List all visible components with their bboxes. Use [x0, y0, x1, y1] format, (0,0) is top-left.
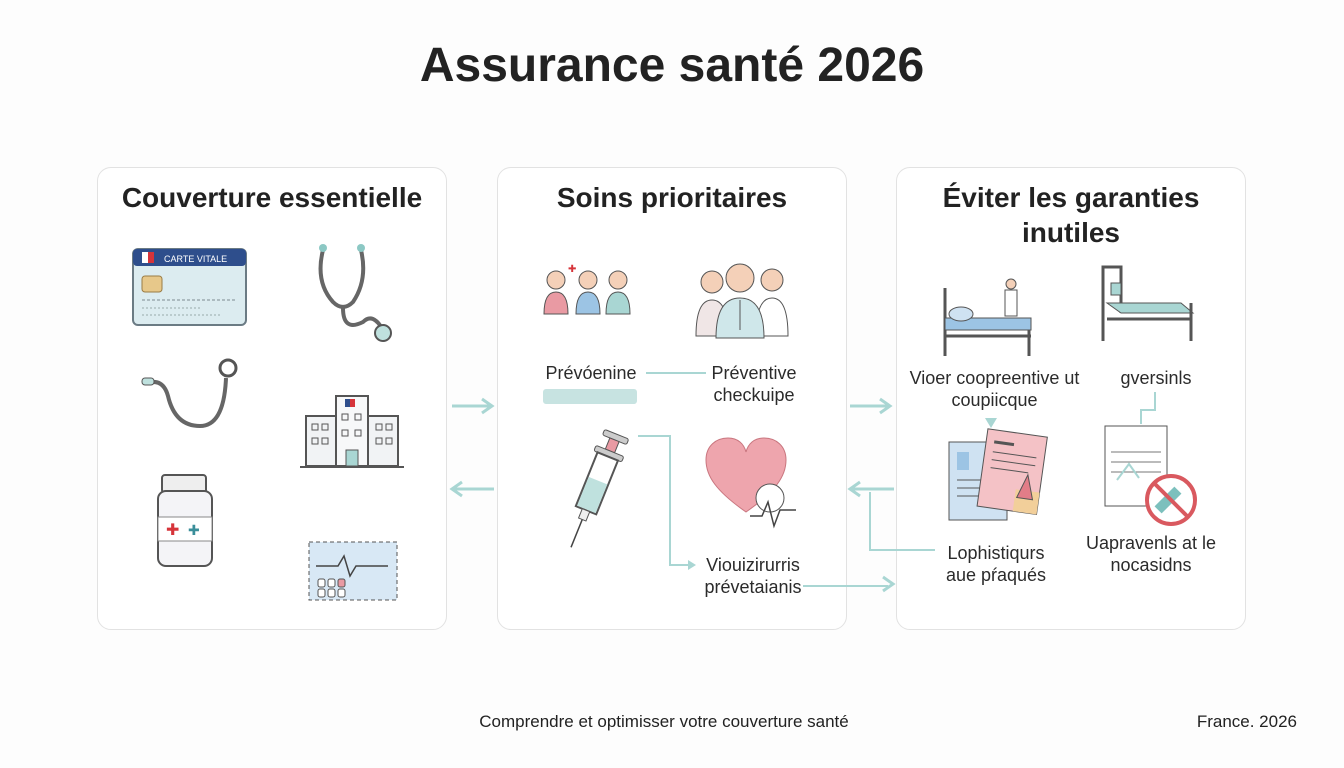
label-preventive-checkup: Préventive checkuipe — [711, 363, 797, 405]
panel-eviter-garanties: Éviter les garanties inutiles Vioer coop… — [896, 167, 1246, 630]
card-label: CARTE VITALE — [164, 254, 227, 264]
medicine-bottle-icon: ✚ ✚ — [157, 474, 213, 567]
svg-text:✚: ✚ — [568, 264, 576, 275]
no-document-icon — [1104, 425, 1197, 526]
label-prevention: Prévóenine — [545, 363, 637, 383]
label-visites-preventives: Viouizirurris prévetaianis — [704, 555, 802, 597]
svg-text:✚: ✚ — [166, 522, 179, 539]
label-lophistiqurs: Lophistiqurs aue pŕaqués — [945, 543, 1047, 585]
label-uapravenls: Uapravenls at le nocasidns — [1085, 533, 1217, 575]
stethoscope-icon — [318, 244, 392, 342]
label-gversinls: gversinls — [1120, 368, 1192, 388]
footer-subtitle: Comprendre et optimisser votre couvertur… — [479, 712, 849, 731]
connector-line — [638, 372, 888, 587]
hospital-icon — [300, 395, 404, 468]
footer-location-year: France. 2026 — [1196, 712, 1297, 731]
panel-title: Couverture essentielle — [121, 182, 423, 213]
panel-title: Soins prioritaires — [556, 182, 788, 213]
hospital-bed-icon — [1101, 265, 1195, 341]
hospital-bed-doctor-icon — [943, 278, 1032, 356]
doctors-icon — [695, 263, 789, 339]
carte-vitale-icon: CARTE VITALE — [132, 248, 247, 326]
panel-couverture-essentielle: Couverture essentielle CARTE VITALE ✚ ✚ — [97, 167, 447, 630]
documents-icon — [948, 428, 1048, 521]
label-couverture: Vioer coopreentive ut coupiicque — [909, 368, 1080, 410]
connector-line — [985, 392, 1156, 428]
tonometer-icon — [141, 358, 238, 429]
panel-title: Éviter les garanties inutiles — [942, 182, 1200, 248]
page-title: Assurance santé 2026 — [419, 39, 925, 92]
panel-soins-prioritaires: Soins prioritaires ✚ Prévóenine Préventi… — [497, 167, 888, 630]
ecg-card-icon — [308, 541, 398, 601]
heart-ecg-icon — [705, 437, 796, 529]
svg-text:✚: ✚ — [188, 522, 200, 538]
syringe-icon — [570, 429, 629, 548]
progress-bar — [543, 389, 637, 404]
family-icon: ✚ — [543, 264, 631, 315]
